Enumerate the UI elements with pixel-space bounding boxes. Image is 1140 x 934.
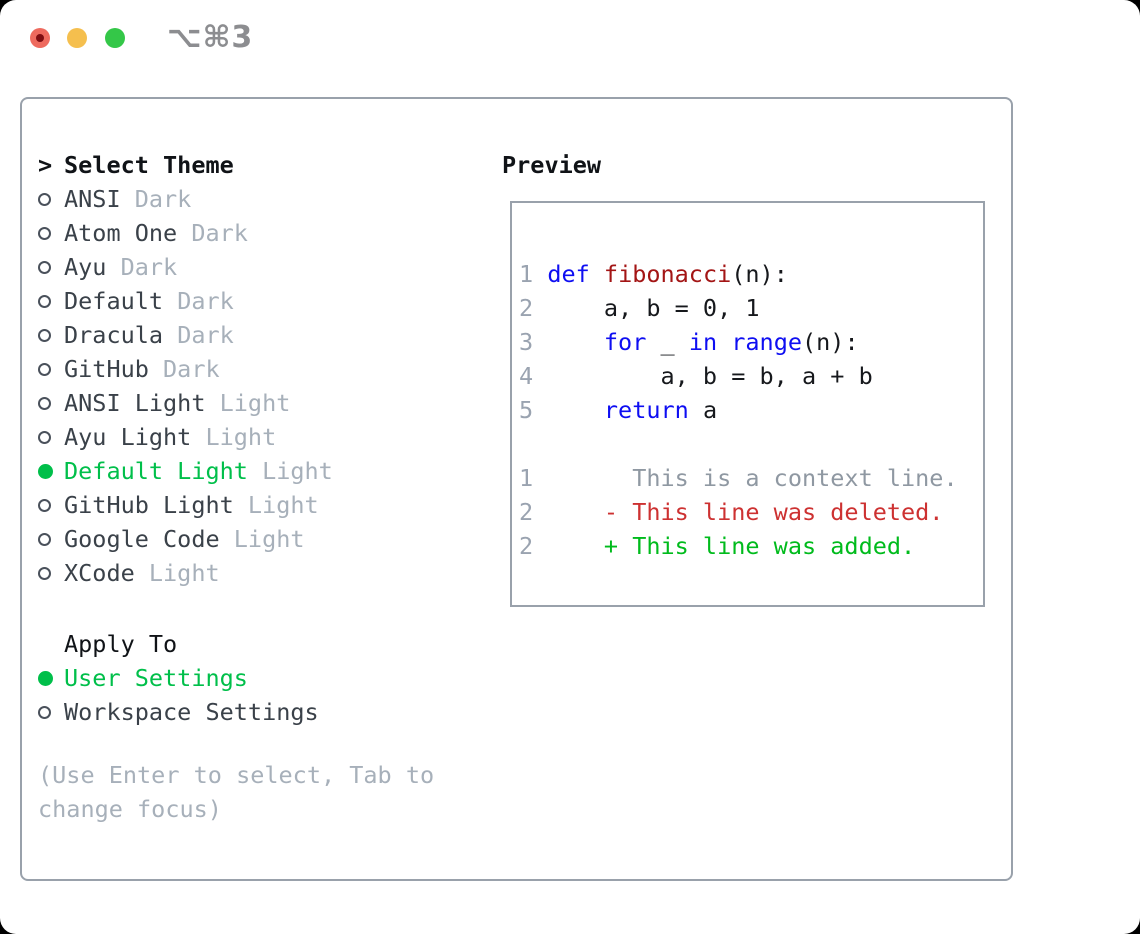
radio-icon [38, 294, 64, 308]
close-button[interactable] [30, 28, 50, 48]
theme-option-default-light[interactable]: Default Light Light [38, 454, 333, 488]
radio-icon [38, 362, 64, 376]
theme-option-label: ANSI Light [64, 389, 206, 417]
apply-option-label: Workspace Settings [64, 698, 319, 726]
theme-option-ansi[interactable]: ANSI Dark [38, 182, 333, 216]
radio-dot [38, 192, 51, 206]
preview-code: 1 def fibonacci(n): 2 a, b = 0, 1 3 for _ … [512, 203, 983, 563]
preview-line: 3 for _ in range(n): [519, 328, 859, 356]
theme-option-ayu-light[interactable]: Ayu Light Light [38, 420, 333, 454]
apply-option-user-settings[interactable]: User Settings [38, 661, 319, 695]
theme-option-label: Ayu [64, 253, 107, 281]
radio-dot [38, 463, 53, 479]
radio-dot [38, 396, 51, 410]
radio-selected-icon [38, 463, 64, 479]
theme-option-label: Ayu Light [64, 423, 192, 451]
preview-line: 1 def fibonacci(n): [519, 260, 788, 288]
theme-option-label: GitHub [64, 355, 149, 383]
preview-line [519, 427, 983, 461]
theme-option-label: Atom One [64, 219, 178, 247]
apply-to-title: Apply To [64, 630, 178, 658]
preview-box: 1 def fibonacci(n): 2 a, b = 0, 1 3 for _ … [510, 201, 985, 607]
theme-variant: Light [205, 423, 277, 451]
radio-icon [38, 430, 64, 444]
theme-option-default[interactable]: Default Dark [38, 284, 333, 318]
radio-dot [38, 362, 51, 376]
preview-title: Preview [502, 151, 602, 179]
theme-option-label: ANSI [64, 185, 121, 213]
theme-option-label: Default Light [64, 457, 248, 485]
theme-variant: Light [233, 525, 305, 553]
zoom-button[interactable] [105, 28, 125, 48]
theme-option-github-light[interactable]: GitHub Light Light [38, 488, 333, 522]
radio-icon [38, 226, 64, 240]
apply-to-header: Apply To [38, 627, 319, 661]
theme-list-header: > Select Theme [38, 148, 333, 182]
radio-icon [38, 532, 64, 546]
theme-option-label: GitHub Light [64, 491, 234, 519]
theme-option-google-code[interactable]: Google Code Light [38, 522, 333, 556]
apply-option-label: User Settings [64, 664, 248, 692]
theme-variant: Dark [177, 287, 234, 315]
apply-option-workspace-settings[interactable]: Workspace Settings [38, 695, 319, 729]
minimize-button[interactable] [67, 28, 87, 48]
theme-option-ansi-light[interactable]: ANSI Light Light [38, 386, 333, 420]
hint-text: (Use Enter to select, Tab to change focu… [38, 761, 435, 823]
theme-option-atom-one[interactable]: Atom One Dark [38, 216, 333, 250]
keyboard-shortcut-label: ⌥⌘3 [167, 20, 254, 55]
theme-variant: Dark [191, 219, 248, 247]
theme-option-xcode[interactable]: XCode Light [38, 556, 333, 590]
radio-dot [38, 532, 51, 546]
radio-dot [38, 705, 51, 719]
preview-line: 4 a, b = b, a + b [519, 362, 873, 390]
theme-option-github[interactable]: GitHub Dark [38, 352, 333, 386]
preview-line: 2 + This line was added. [519, 532, 916, 560]
radio-icon [38, 260, 64, 274]
theme-variant: Light [262, 457, 333, 485]
radio-dot [38, 226, 51, 240]
theme-variant: Light [219, 389, 291, 417]
radio-dot [38, 260, 51, 274]
radio-icon [38, 192, 64, 206]
theme-option-dracula[interactable]: Dracula Dark [38, 318, 333, 352]
theme-variant: Light [247, 491, 319, 519]
radio-selected-icon [38, 670, 64, 686]
theme-variant: Dark [120, 253, 178, 281]
theme-variant: Light [148, 559, 220, 587]
preview-line: 2 a, b = 0, 1 [519, 294, 760, 322]
radio-icon [38, 498, 64, 512]
radio-dot [38, 566, 51, 580]
theme-option-label: XCode [64, 559, 135, 587]
radio-dot [38, 328, 51, 342]
preview-line: 2 - This line was deleted. [519, 498, 944, 526]
theme-list-title: Select Theme [64, 151, 234, 179]
radio-icon [38, 396, 64, 410]
radio-dot [38, 670, 53, 686]
radio-icon [38, 566, 64, 580]
theme-variant: Dark [163, 355, 220, 383]
radio-dot [38, 498, 51, 512]
focus-caret-icon: > [38, 151, 53, 179]
preview-line: 5 return a [519, 396, 718, 424]
theme-option-label: Google Code [64, 525, 220, 553]
theme-variant: Dark [134, 185, 192, 213]
radio-icon [38, 328, 64, 342]
theme-variant: Dark [177, 321, 234, 349]
radio-dot [38, 294, 51, 308]
radio-icon [38, 705, 64, 719]
theme-option-label: Default [64, 287, 164, 315]
theme-option-ayu[interactable]: Ayu Dark [38, 250, 333, 284]
theme-option-label: Dracula [64, 321, 164, 349]
record-dot-icon [36, 34, 44, 42]
radio-dot [38, 430, 51, 444]
preview-line: 1 This is a context line. [519, 464, 958, 492]
